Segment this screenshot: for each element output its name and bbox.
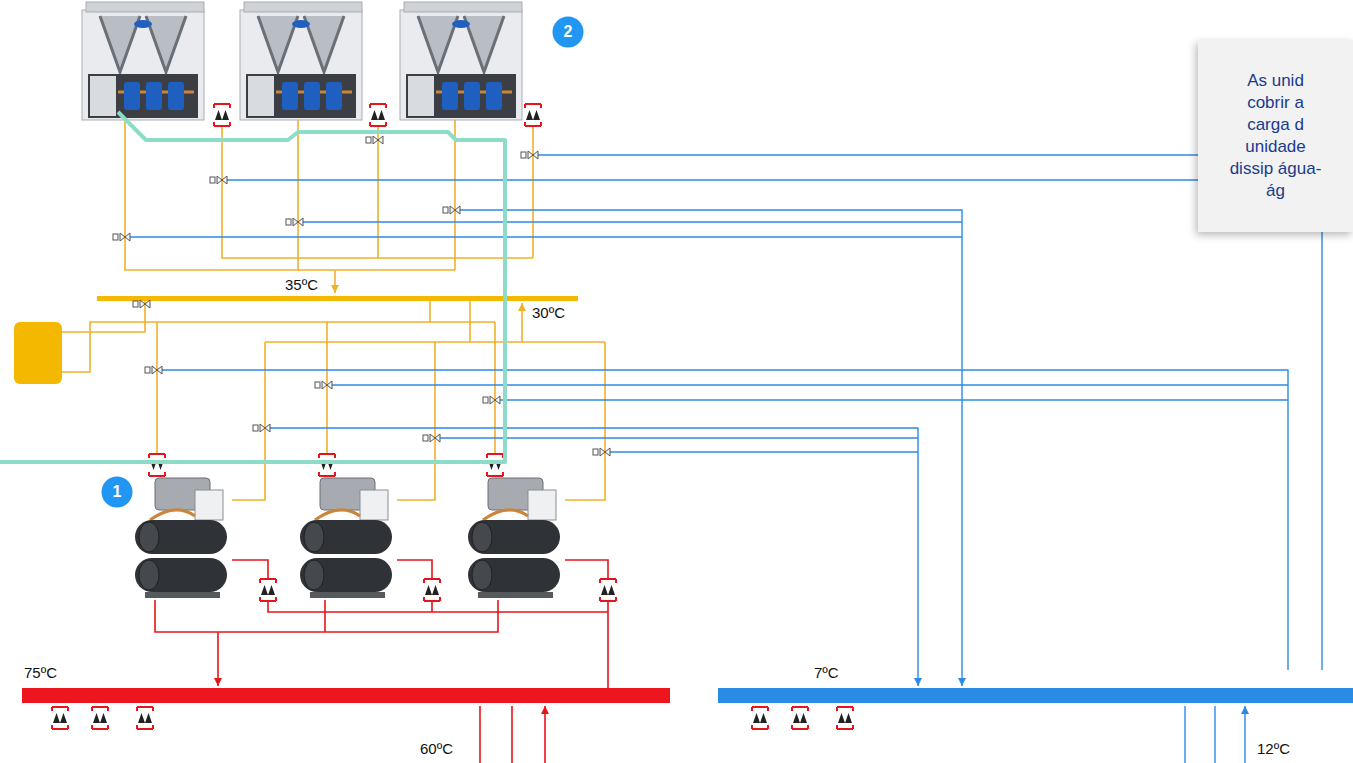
pipe: [1321, 232, 1322, 670]
temperature-label: 30ºC: [530, 304, 567, 322]
pipe: [162, 370, 1288, 670]
pump-symbol: [260, 579, 276, 601]
three-way-valve: [286, 218, 303, 226]
pipe: [440, 437, 918, 438]
three-way-valve: [315, 381, 332, 389]
pipe: [324, 600, 326, 632]
chilled-water-piping: [130, 155, 1353, 763]
three-way-valve: [483, 396, 500, 404]
pipe: [429, 300, 431, 322]
pipe: [469, 300, 471, 342]
pipe: [155, 600, 498, 632]
highlight-path: [0, 112, 505, 462]
pump-symbol: [214, 104, 230, 126]
callout-circle-fill: [553, 17, 584, 48]
pump-symbol: [525, 104, 541, 126]
buffer-tank: [14, 322, 62, 384]
three-way-valve: [145, 366, 162, 374]
water-to-water-heat-pump: [300, 478, 392, 598]
pump-symbol: [837, 707, 853, 729]
temperature-label: 35ºC: [283, 276, 320, 294]
water-to-water-heat-pump: [135, 478, 227, 598]
pump-symbol: [600, 579, 616, 601]
pipe: [500, 399, 1288, 400]
callout-circle-fill: [102, 477, 133, 508]
chilled-water-header: [718, 688, 1353, 703]
pump-symbol: [487, 454, 503, 476]
three-way-valve: [593, 448, 610, 456]
three-way-valve: [133, 300, 150, 308]
three-way-valve: [423, 434, 440, 442]
three-way-valve: [113, 233, 130, 241]
water-to-water-heat-pump: [468, 478, 560, 598]
pipe: [232, 342, 605, 500]
flow-arrow: [521, 303, 523, 342]
pump-symbol: [137, 707, 153, 729]
callout-number: 1: [101, 476, 133, 508]
pump-symbol: [92, 707, 108, 729]
pipe: [130, 236, 962, 237]
note-panel: As unid cobrir a carga d unidade dissip …: [1198, 40, 1353, 232]
flow-arrow: [1185, 706, 1245, 763]
pipe: [378, 126, 533, 258]
callout-number: 2: [552, 16, 584, 48]
pipe: [332, 384, 1288, 385]
pipe: [610, 451, 918, 452]
pump-symbol: [752, 707, 768, 729]
three-way-valve: [253, 424, 270, 432]
temperature-label: 12ºC: [1255, 740, 1292, 758]
three-way-valve: [521, 151, 538, 159]
air-cooled-chiller: [400, 2, 522, 120]
pipe: [298, 118, 455, 270]
pipe: [125, 105, 455, 270]
air-cooled-chiller: [82, 2, 204, 120]
pump-symbol: [149, 454, 165, 476]
pump-symbol: [52, 707, 68, 729]
pipe: [607, 601, 609, 688]
pipe: [62, 322, 495, 372]
temperature-label: 60ºC: [418, 740, 455, 758]
air-cooled-chiller: [240, 2, 362, 120]
three-way-valve: [210, 176, 227, 184]
temperature-label: 75ºC: [22, 664, 59, 682]
callout-number-text: 2: [564, 23, 573, 41]
callout-number-text: 1: [113, 483, 122, 501]
pump-symbol: [370, 104, 386, 126]
pump-symbol: [424, 579, 440, 601]
temperature-label: 7ºC: [812, 664, 841, 682]
flow-arrow: [334, 270, 336, 293]
pipe: [460, 210, 962, 686]
note-text: As unid cobrir a carga d unidade dissip …: [1226, 70, 1326, 202]
pipe: [270, 428, 918, 686]
pipe: [227, 179, 1353, 180]
condenser-piping: [62, 105, 605, 500]
three-way-valve: [443, 206, 460, 214]
flow-arrow: [217, 632, 219, 686]
pipe: [303, 221, 962, 222]
pump-symbol: [319, 454, 335, 476]
pipe: [268, 601, 608, 612]
pump-symbol: [792, 707, 808, 729]
three-way-valve: [366, 136, 383, 144]
hot-water-header: [22, 688, 670, 703]
pipe: [222, 126, 533, 258]
flow-arrow: [480, 706, 545, 763]
